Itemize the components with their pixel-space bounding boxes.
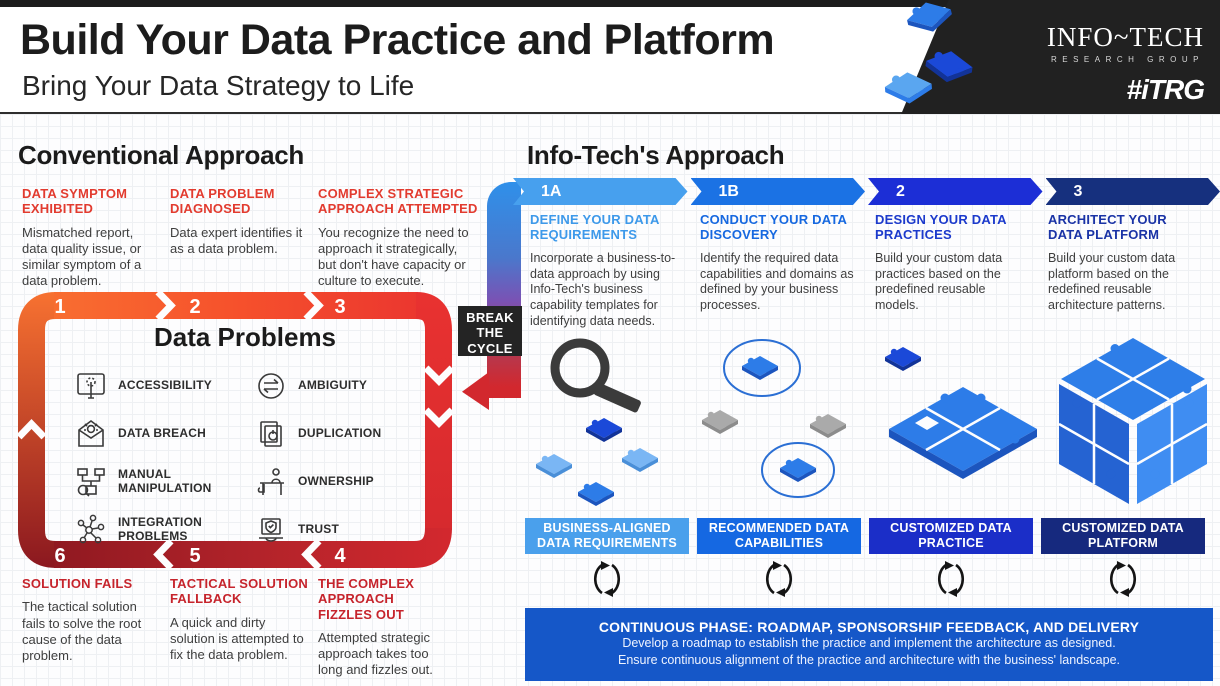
header-puzzle-pieces-graphic [884,2,973,104]
data-problem-item: DATA BREACH [74,417,236,451]
approach-step-2-text: DESIGN YOUR DATA PRACTICES Build your cu… [875,212,1029,314]
data-problem-item: TRUST [254,513,416,547]
result-label-3: CUSTOMIZED DATA PLATFORM [1041,518,1205,554]
cycle-number-6: 6 [54,545,65,567]
banner-line-2: Ensure continuous alignment of the pract… [618,652,1120,667]
phase-chevron-2: 2 [868,178,1043,205]
step-body: Identify the required data capabilities … [700,250,854,313]
step-title: DATA PROBLEM DIAGNOSED [170,186,275,217]
touch-screen-icon [77,373,105,399]
approach-step-3-text: ARCHITECT YOUR DATA PLATFORM Build your … [1048,212,1202,314]
laptop-shield-icon [259,518,283,542]
sync-cycle-icon [1109,561,1137,597]
step-title: DEFINE YOUR DATA REQUIREMENTS [530,212,660,243]
cycle-number-1: 1 [54,296,65,318]
break-cycle-connector-band [487,182,521,398]
itrg-logo: #iTRG [1126,74,1205,105]
data-problem-item: AMBIGUITY [254,369,416,403]
banner-line-1: Develop a roadmap to establish the pract… [622,636,1116,650]
platform-cube-graphic [1058,338,1208,504]
conventional-step-2-text: DATA PROBLEM DIAGNOSED Data expert ident… [170,186,306,257]
infotech-logo: INFO~TECH [1046,22,1204,52]
data-problem-item: INTEGRATION PROBLEMS [74,513,236,547]
discovery-selection-graphic [702,339,846,498]
phase-chevron-1b: 1B [691,178,866,205]
step-body: Incorporate a business-to-data approach … [530,250,676,329]
conventional-step-5-text: TACTICAL SOLUTION FALLBACK A quick and d… [170,576,310,663]
step-title: CONDUCT YOUR DATA DISCOVERY [700,212,847,243]
step-body: Attempted strategic approach takes too l… [318,629,433,678]
step-title: TACTICAL SOLUTION FALLBACK [170,576,308,607]
result-label-2: CUSTOMIZED DATA PRACTICE [869,518,1033,554]
sync-cycle-icon [593,561,621,597]
step-title: ARCHITECT YOUR DATA PLATFORM [1048,212,1167,243]
approach-step-1a-text: DEFINE YOUR DATA REQUIREMENTS Incorporat… [530,212,684,330]
conventional-step-3-text: COMPLEX STRATEGIC APPROACH ATTEMPTED You… [318,186,478,290]
banner-title: CONTINUOUS PHASE: ROADMAP, SPONSORSHIP F… [598,619,1140,635]
duplicate-document-icon [260,421,282,447]
cycle-number-4: 4 [334,545,346,567]
sync-cycle-icon [937,561,965,597]
step-title: COMPLEX STRATEGIC APPROACH ATTEMPTED [318,186,478,217]
phase-chevron-1a: 1A [513,178,688,205]
approach-step-1b-text: CONDUCT YOUR DATA DISCOVERY Identify the… [700,212,854,314]
step-title: SOLUTION FAILS [22,576,133,591]
chevron-separator [155,289,176,322]
header-divider [0,112,1220,114]
person-desk-icon [257,468,284,495]
flowchart-magnifier-icon [77,468,105,497]
step-title: DATA SYMPTOM EXHIBITED [22,186,128,217]
cycle-number-5: 5 [189,545,200,567]
network-nodes-icon [77,514,105,544]
break-the-cycle-badge: BREAK THE CYCLE [458,306,522,356]
practice-platform-graphic [885,347,1037,479]
continuous-phase-banner: CONTINUOUS PHASE: ROADMAP, SPONSORSHIP F… [525,608,1213,681]
step-title: DESIGN YOUR DATA PRACTICES [875,212,1007,243]
conventional-heading: Conventional Approach [18,140,304,170]
data-problem-item: DUPLICATION [254,417,416,451]
conventional-step-1-text: DATA SYMPTOM EXHIBITED Mismatched report… [22,186,154,290]
magnifier-puzzle-graphic [536,338,658,506]
result-label-1a: BUSINESS-ALIGNED DATA REQUIREMENTS [525,518,689,554]
page-title: Build Your Data Practice and Platform [20,16,775,64]
page-subtitle: Bring Your Data Strategy to Life [22,70,415,101]
step-title: THE COMPLEX APPROACH FIZZLES OUT [318,576,415,622]
step-body: The tactical solution fails to solve the… [22,599,142,664]
cycle-number-2: 2 [189,296,200,318]
data-problem-item: OWNERSHIP [254,465,416,499]
step-body: Mismatched report, data quality issue, o… [22,224,142,289]
result-label-1b: RECOMMENDED DATA CAPABILITIES [697,518,861,554]
phase-chevron-3: 3 [1046,178,1220,205]
step-body: You recognize the need to approach it st… [318,224,469,289]
step-body: Build your custom data practices based o… [875,250,1003,313]
top-black-strip [0,0,1220,7]
step-body: Data expert identifies it as a data prob… [170,224,303,256]
data-problem-item: MANUAL MANIPULATION [74,465,236,499]
step-body: Build your custom data platform based on… [1048,250,1176,313]
conventional-step-4-text: THE COMPLEX APPROACH FIZZLES OUT Attempt… [318,576,438,679]
data-problem-item: ACCESSIBILITY [74,369,236,403]
infotech-heading: Info-Tech's Approach [527,140,785,170]
infotech-logo-tagline: RESEARCH GROUP [1050,55,1204,64]
phase-chevron-bar: 1A 1B 2 3 [513,178,1220,205]
data-problems-box: Data Problems ACCESSIBILITY AMBIGUITY DA… [62,322,428,547]
cycle-number-3: 3 [334,296,345,318]
conventional-step-6-text: SOLUTION FAILS The tactical solution fai… [22,576,156,664]
conventional-cycle-loop: 1 2 3 4 5 6 [18,289,455,570]
envelope-bug-icon [78,420,104,447]
sync-cycle-icon [765,561,793,597]
step-body: A quick and dirty solution is attempted … [170,614,304,663]
opposing-arrows-icon [258,373,284,399]
data-problems-title: Data Problems [153,322,337,352]
